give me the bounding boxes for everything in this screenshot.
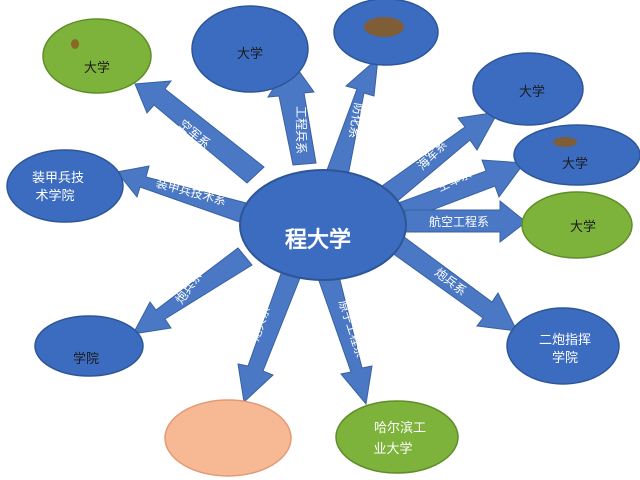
node-bottom-left: 学院: [34, 315, 144, 377]
node-label: 学院: [73, 351, 99, 367]
node-bottom-mid: 哈尔滨工 业大学: [335, 400, 459, 474]
node-label: 大学: [84, 60, 110, 76]
node-label-line1: 哈尔滨工: [374, 420, 426, 436]
node-label-line1: 装甲兵技: [32, 171, 84, 186]
arrow-to-top-left: 空军系: [134, 80, 265, 184]
node-right-2: 大学: [513, 124, 640, 186]
arrow-label-top: 工程兵系: [294, 106, 309, 154]
node-top-logo: [333, 0, 439, 66]
logo-blob: [364, 17, 404, 37]
node-right-3: 大学: [521, 191, 633, 259]
logo-blob: [71, 39, 79, 49]
node-left-mid: 装甲兵技 术学院: [6, 149, 124, 223]
node-label-line2: 学院: [552, 350, 578, 366]
node-label: 大学: [570, 219, 596, 235]
node-label: 大学: [237, 46, 263, 62]
arrow-to-right-3: 航空工程系: [404, 199, 527, 244]
arrow-label-right-3: 航空工程系: [429, 214, 489, 229]
arrow-to-bottom-left: 炮兵系: [132, 247, 253, 335]
arrow-to-bottom-right: 炮兵系: [387, 233, 518, 332]
arrow-to-top2: 防化系: [326, 56, 379, 177]
node-right-1: 大学: [472, 52, 584, 126]
arrow-to-bottom-mid: 原子工程系: [317, 271, 373, 406]
node-bottom-right: 二炮指挥 学院: [506, 307, 620, 385]
node-label: 大学: [562, 156, 588, 172]
node-bottom-peach: [164, 399, 292, 477]
arrow-to-bottom-peach: 炮兵系: [237, 267, 303, 404]
node-label: 大学: [519, 84, 545, 100]
node-label-line2: 术学院: [35, 188, 74, 204]
logo-blob: [553, 137, 577, 147]
node-top-left: 大学: [42, 18, 152, 94]
node-label-line1: 二炮指挥: [539, 333, 591, 348]
node-label-line2: 业大学: [373, 441, 412, 457]
arrow-to-left-mid: 装甲兵技术系: [116, 165, 255, 226]
center-node: 程大学: [239, 169, 407, 281]
center-label: 程大学: [285, 227, 351, 253]
arrow-label-top2: 防化系: [346, 102, 367, 140]
node-top: 大学: [191, 5, 309, 93]
